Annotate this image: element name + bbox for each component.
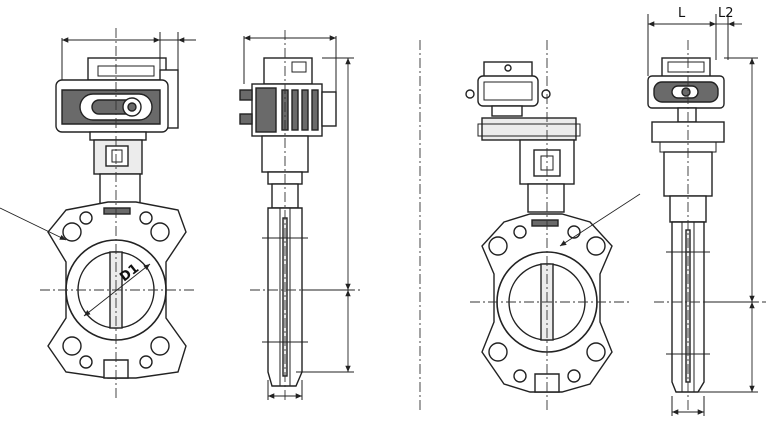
left-valve-front-view: D1: [0, 28, 196, 400]
mounting-bracket-front: [89, 131, 147, 205]
right-valve-front-view: [465, 40, 641, 410]
left-valve-side-view: [239, 30, 360, 400]
electric-actuator-front: [55, 57, 179, 133]
dimension-label-l2: L2: [718, 6, 734, 21]
dimension-label-l: L: [678, 6, 686, 21]
actuator-side: [239, 57, 337, 137]
right-valve-side-view: L L2: [647, 6, 766, 416]
pneumatic-actuator-front: [465, 61, 551, 117]
electric-actuator-side: [647, 57, 725, 123]
